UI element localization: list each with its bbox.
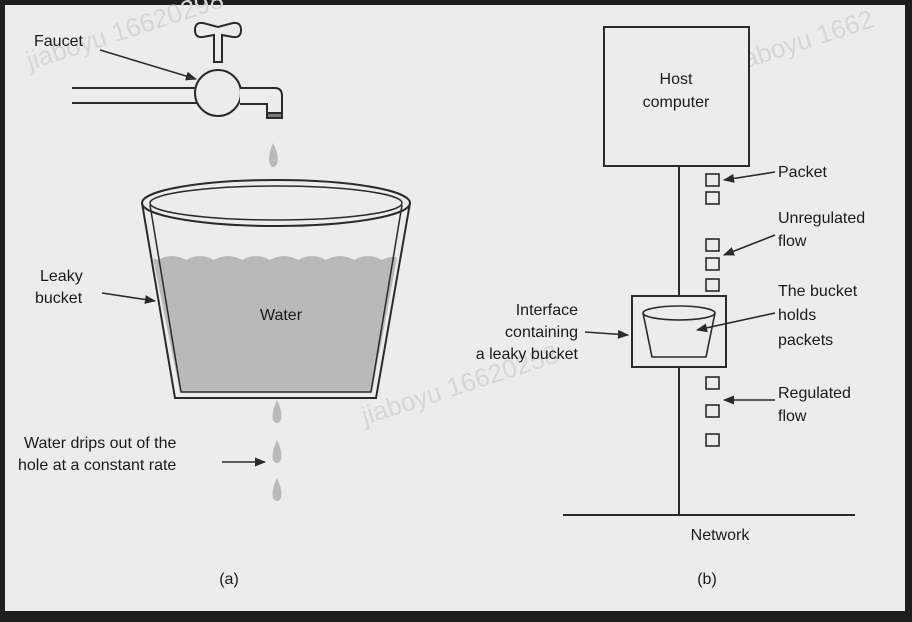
unregulated-label-line2: flow [778, 233, 807, 250]
packet-icon [705, 433, 720, 447]
panel-a-caption: (a) [219, 571, 239, 588]
interface-label-line2: containing [505, 324, 578, 341]
interface-box [631, 295, 727, 368]
water-drop-icon [269, 143, 278, 167]
regulated-packets [705, 376, 720, 447]
bucket-holds-label-line3: packets [778, 332, 833, 349]
unregulated-label-line1: Unregulated [778, 210, 865, 227]
unregulated-arrow [722, 234, 776, 256]
host-label-line2: computer [643, 94, 710, 111]
bucket-holds-label-line2: holds [778, 307, 816, 324]
faucet-icon [72, 21, 283, 119]
panel-b-caption: (b) [697, 571, 717, 588]
packet-icon [705, 376, 720, 390]
bucket-holds-arrow [695, 312, 776, 333]
packet-icon [705, 173, 720, 187]
packet-icon [705, 191, 720, 205]
bucket-holds-label-line1: The bucket [778, 283, 858, 300]
packet-label: Packet [778, 164, 827, 181]
panel-a: Faucet Water Leaky bucket Water drips ou… [18, 21, 411, 588]
interface-label-line3: a leaky bucket [476, 346, 579, 363]
packet-icon [705, 257, 720, 271]
water-label: Water [260, 307, 303, 324]
water-drop-icon [272, 478, 282, 501]
unregulated-packets [705, 173, 720, 292]
packet-icon [705, 238, 720, 252]
host-label-line1: Host [660, 71, 693, 88]
drip-label-line1: Water drips out of the [24, 435, 176, 452]
figure-panel [5, 5, 905, 611]
interface-arrow [584, 329, 630, 339]
packet-icon [705, 278, 720, 292]
leaky-bucket-arrow [101, 292, 157, 304]
packet-icon [705, 404, 720, 418]
bucket-icon [141, 179, 411, 399]
leaky-bucket-label-line1: Leaky [40, 268, 83, 285]
panel-b: Host computer Network Packet [476, 26, 865, 588]
faucet-label: Faucet [34, 33, 83, 50]
water-drop-icon [272, 400, 282, 423]
regulated-label-line1: Regulated [778, 385, 851, 402]
faucet-arrow [99, 49, 198, 81]
regulated-label-line2: flow [778, 408, 807, 425]
drip-label-line2: hole at a constant rate [18, 457, 176, 474]
interface-label-line1: Interface [516, 302, 578, 319]
packet-arrow [722, 171, 776, 183]
host-computer-box [603, 26, 750, 167]
leaky-bucket-label-line2: bucket [35, 290, 83, 307]
network-label: Network [691, 527, 751, 544]
small-bucket-icon [642, 305, 716, 358]
water-drop-icon [272, 440, 282, 463]
